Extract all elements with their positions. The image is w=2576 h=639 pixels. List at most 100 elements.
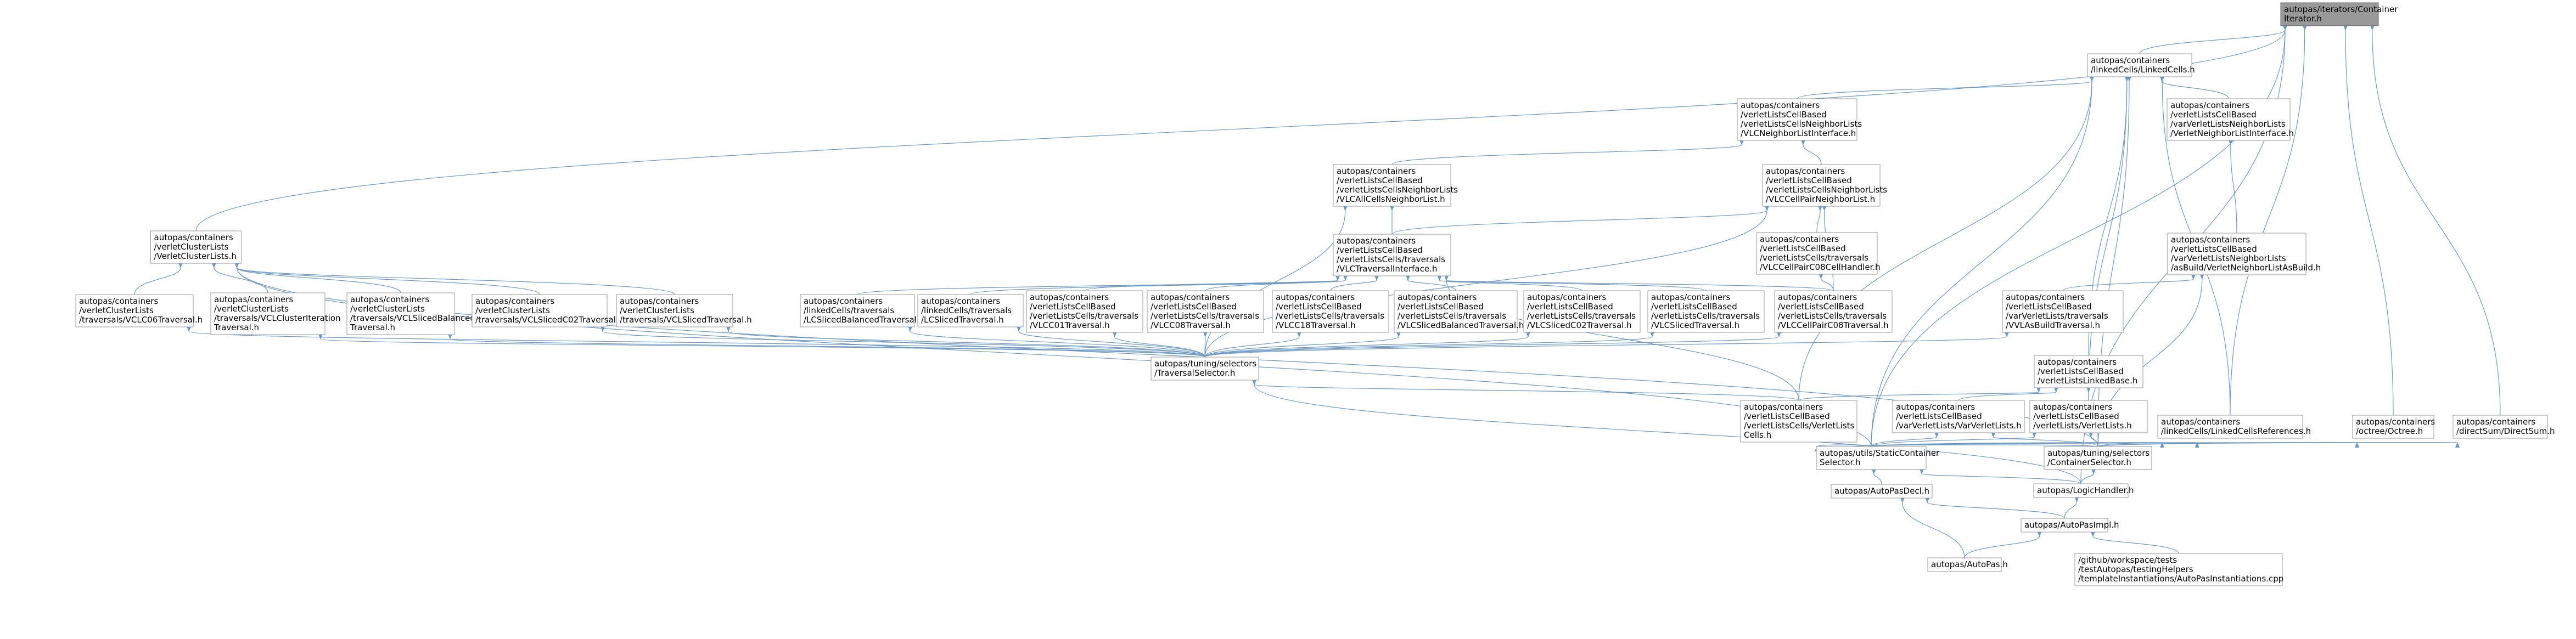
dependency-edge <box>2064 496 2079 519</box>
node-box[interactable] <box>1150 357 1259 381</box>
graph-node-vl-linked-base[interactable]: autopas/containers/verletListsCellBased/… <box>2034 355 2143 388</box>
node-box[interactable] <box>616 294 733 327</box>
graph-node-lc-sliced-bal[interactable]: autopas/containers/linkedCells/traversal… <box>800 294 924 327</box>
node-box[interactable] <box>1774 290 1893 333</box>
graph-node-vlc-pair-c08[interactable]: autopas/containers/verletListsCellBased/… <box>1774 290 1893 333</box>
node-box[interactable] <box>2044 446 2152 470</box>
node-box[interactable] <box>2029 400 2148 433</box>
node-box[interactable] <box>472 294 608 327</box>
graph-node-vlc-sliced-c02[interactable]: autopas/containers/verletListsCellBased/… <box>1523 290 1641 333</box>
graph-node-impl[interactable]: autopas/AutoPasImpl.h <box>2021 518 2119 533</box>
node-label-line: /traversals/VCLClusterIteration <box>214 313 341 323</box>
node-label-line: /VLCCellPairC08Traversal.h <box>1778 320 1889 330</box>
graph-node-vcl-sliced-bal[interactable]: autopas/containers/verletClusterLists/tr… <box>346 292 475 335</box>
dependency-edge <box>1204 331 1401 358</box>
dependency-edge <box>234 262 540 295</box>
node-box[interactable] <box>1892 400 2025 433</box>
graph-node-vlc-nli[interactable]: autopas/containers/verletListsCellBased/… <box>1737 98 1862 141</box>
node-box[interactable] <box>2280 2 2379 26</box>
graph-node-tmpl-inst[interactable]: /github/workspace/tests/testAutopas/test… <box>2074 553 2283 586</box>
node-box[interactable] <box>1927 557 2002 572</box>
node-box[interactable] <box>800 294 915 327</box>
graph-node-vlc-trav-if[interactable]: autopas/containers/verletListsCellBased/… <box>1333 234 1451 276</box>
graph-node-lc-refs[interactable]: autopas/containers/linkedCells/LinkedCel… <box>2157 415 2311 439</box>
graph-node-var-nli[interactable]: autopas/containers/verletListsCellBased/… <box>2167 98 2294 141</box>
graph-node-vlc-all[interactable]: autopas/containers/verletListsCellBased/… <box>1333 164 1458 207</box>
node-box[interactable] <box>917 294 1024 327</box>
node-box[interactable] <box>1333 164 1451 207</box>
node-box[interactable] <box>1272 290 1389 333</box>
node-box[interactable] <box>1647 290 1765 333</box>
node-box[interactable] <box>1762 164 1881 207</box>
graph-node-vcl-sliced[interactable]: autopas/containers/verletClusterLists/tr… <box>616 294 752 327</box>
node-box[interactable] <box>1147 290 1264 333</box>
graph-node-vcl-sliced-c02[interactable]: autopas/containers/verletClusterLists/tr… <box>472 294 624 327</box>
graph-node-var-vl[interactable]: autopas/containers/verletListsCellBased/… <box>1892 400 2025 433</box>
node-box[interactable] <box>2452 415 2548 439</box>
node-box[interactable] <box>2157 415 2303 439</box>
node-box[interactable] <box>75 294 194 327</box>
node-box[interactable] <box>2087 53 2192 77</box>
node-label-line: /linkedCells/traversals <box>804 306 894 315</box>
graph-node-vlc-sliced-bal[interactable]: autopas/containers/verletListsCellBased/… <box>1394 290 1524 333</box>
dependency-edge <box>1251 379 2081 484</box>
dependency-edge <box>2159 76 2229 99</box>
graph-node-vlc-c01[interactable]: autopas/containers/verletListsCellBased/… <box>1026 290 1143 333</box>
graph-node-vlc-cells[interactable]: autopas/containers/verletListsCellBased/… <box>1740 400 1857 443</box>
graph-node-vlc-c08[interactable]: autopas/containers/verletListsCellBased/… <box>1147 290 1264 333</box>
node-box[interactable] <box>1816 446 1927 470</box>
graph-node-vlc-c18[interactable]: autopas/containers/verletListsCellBased/… <box>1272 290 1389 333</box>
dependency-edge <box>1205 275 1348 291</box>
node-box[interactable] <box>2167 98 2291 141</box>
node-label-line: /verletListsCellBased <box>1778 302 1864 312</box>
node-label-line: /linkedCells/LinkedCellsReferences.h <box>2161 426 2311 436</box>
graph-node-vlc-sliced[interactable]: autopas/containers/verletListsCellBased/… <box>1647 290 1765 333</box>
graph-node-vl[interactable]: autopas/containers/verletListsCellBased/… <box>2029 400 2148 433</box>
node-box[interactable] <box>210 292 325 335</box>
node-box[interactable] <box>2033 483 2129 498</box>
node-box[interactable] <box>2021 518 2108 533</box>
graph-node-asbuild[interactable]: autopas/containers/verletListsCellBased/… <box>2167 233 2321 275</box>
graph-node-linkedcells[interactable]: autopas/containers/linkedCells/LinkedCel… <box>2087 53 2195 77</box>
node-box[interactable] <box>2034 355 2143 388</box>
dependency-edge <box>2139 25 2288 54</box>
graph-node-direct-sum[interactable]: autopas/containers/directSum/DirectSum.h <box>2452 415 2555 439</box>
graph-node-vvl-asbuild[interactable]: autopas/containers/verletListsCellBased/… <box>2002 290 2124 333</box>
dependency-edge <box>2062 274 2196 291</box>
graph-node-c08handler[interactable]: autopas/containers/verletListsCellBased/… <box>1756 232 1881 275</box>
node-box[interactable] <box>1394 290 1518 333</box>
graph-node-lc-sliced[interactable]: autopas/containers/linkedCells/traversal… <box>917 294 1024 327</box>
node-box[interactable] <box>1737 98 1857 141</box>
graph-node-vcl[interactable]: autopas/containers/verletClusterLists/Ve… <box>150 230 242 264</box>
node-box[interactable] <box>150 230 242 264</box>
node-box[interactable] <box>2167 233 2306 275</box>
graph-node-trav-sel[interactable]: autopas/tuning/selectors/TraversalSelect… <box>1150 357 1259 381</box>
node-label-line: /varVerletLists/VarVerletLists.h <box>1896 421 2022 431</box>
graph-node-vcl-c06[interactable]: autopas/containers/verletClusterLists/tr… <box>75 294 203 327</box>
node-box[interactable] <box>1026 290 1143 333</box>
graph-node-logic[interactable]: autopas/LogicHandler.h <box>2033 483 2134 498</box>
node-box[interactable] <box>1756 232 1878 275</box>
node-label-line: /verletListsCellBased <box>2006 302 2092 312</box>
node-box[interactable] <box>346 292 455 335</box>
node-label-line: /verletListsCellBased <box>1276 302 1362 312</box>
node-label-line: autopas/containers <box>804 296 883 306</box>
graph-node-vcl-iter[interactable]: autopas/containers/verletClusterLists/tr… <box>210 292 341 335</box>
node-box[interactable] <box>2352 415 2434 439</box>
dependency-edge <box>1251 379 1799 401</box>
node-box[interactable] <box>2002 290 2124 333</box>
graph-node-vlc-pair[interactable]: autopas/containers/verletListsCellBased/… <box>1762 164 1887 207</box>
graph-node-autopas-h[interactable]: autopas/AutoPas.h <box>1927 557 2008 572</box>
node-label-line: /verletListsCells/traversals <box>1337 255 1445 264</box>
node-box[interactable] <box>1831 484 1933 499</box>
graph-node-octree[interactable]: autopas/containers/octree/Octree.h <box>2352 415 2435 439</box>
node-box[interactable] <box>1740 400 1857 443</box>
node-box[interactable] <box>1333 234 1451 276</box>
node-box[interactable] <box>2074 553 2283 586</box>
graph-node-cont-sel[interactable]: autopas/tuning/selectors/ContainerSelect… <box>2044 446 2152 470</box>
node-label-line: /verletClusterLists <box>350 304 425 314</box>
graph-node-decl[interactable]: autopas/AutoPasDecl.h <box>1831 484 1933 499</box>
node-box[interactable] <box>1523 290 1641 333</box>
